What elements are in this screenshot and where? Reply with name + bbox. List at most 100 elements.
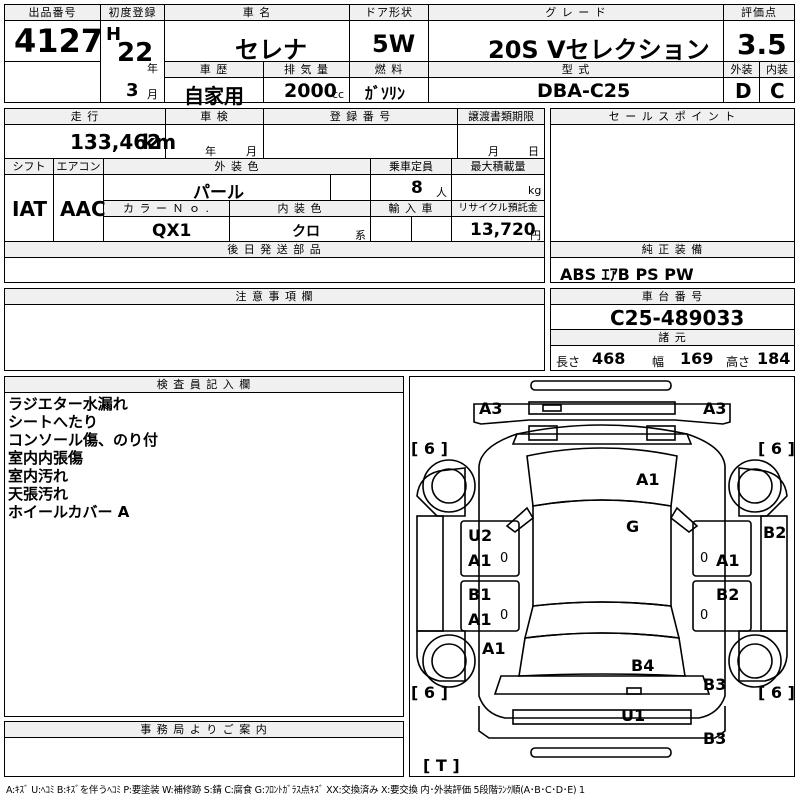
mileage-label: 走 行 — [5, 109, 165, 125]
damage-mark-b2-fender: B2 — [763, 523, 787, 542]
width-value: 169 — [680, 349, 714, 368]
month-unit: 月 — [147, 88, 158, 101]
office-notice-box — [4, 721, 404, 777]
door-label: ドア形状 — [350, 5, 428, 21]
import-label: 輸 入 車 — [371, 201, 451, 217]
transfer-deadline-label: 譲渡書類期限 — [458, 109, 544, 125]
interior-color-unit: 系 — [355, 229, 366, 242]
inspection-label: 車 検 — [166, 109, 263, 125]
mileage-unit: km — [142, 130, 177, 154]
length-label: 長さ — [556, 355, 581, 369]
year-unit: 年 — [147, 62, 158, 75]
specs-label: 諸 元 — [551, 330, 794, 346]
fuel-type: ｶﾞｿﾘﾝ — [365, 84, 406, 103]
damage-mark-u2: U2 — [468, 526, 493, 545]
door-type: 5W — [372, 30, 416, 58]
model-label: 型 式 — [429, 62, 723, 78]
later-parts-label: 後 日 発 送 部 品 — [5, 242, 544, 258]
capacity: 8 — [411, 178, 423, 198]
first-registration-year: 22 — [117, 38, 154, 68]
color-number-label: カ ラ ー Ｎ ｏ . — [104, 201, 229, 217]
model-code: DBA-C25 — [537, 80, 631, 102]
damage-mark-hood: A1 — [636, 470, 660, 489]
tire-tread-rear-right: [ 6 ] — [758, 683, 795, 702]
exterior-color-label: 外 装 色 — [104, 159, 370, 175]
first-registration-label: 初度登録 — [101, 5, 164, 21]
shift-label: シフト — [5, 159, 53, 175]
car-history: 自家用 — [184, 84, 244, 108]
displacement-unit: cc — [332, 88, 345, 101]
inspection-year-unit: 年 — [205, 145, 216, 158]
notes-box — [4, 288, 545, 371]
displacement: 2000 — [284, 80, 337, 102]
capacity-unit: 人 — [436, 186, 447, 199]
inspector-remarks-box — [4, 376, 404, 717]
shift-type: IAT — [12, 197, 48, 221]
damage-mark-zero: 0 — [500, 608, 509, 623]
grade: 20S Vセレクション — [488, 36, 710, 64]
damage-mark-a3-left: A3 — [479, 399, 503, 418]
office-notice-label: 事 務 局 よ り ご 案 内 — [5, 722, 403, 738]
displacement-label: 排 気 量 — [264, 62, 349, 78]
spare-tire-tread: [ T ] — [423, 756, 460, 775]
genuine-equipment-label: 純 正 装 備 — [551, 242, 794, 258]
interior-score: C — [770, 79, 785, 103]
exterior-score: D — [735, 79, 752, 103]
damage-mark-zero: 0 — [500, 551, 509, 566]
damage-mark-b1: B1 — [468, 585, 492, 604]
damage-legend: A:ｷｽﾞ U:ﾍｺﾐ B:ｷｽﾞを伴うﾍｺﾐ P:要塗装 W:補修跡 S:錆 … — [6, 785, 585, 796]
remark-item: ラジエター水漏れ — [8, 395, 128, 413]
damage-mark-front-door-right: A1 — [716, 551, 740, 570]
score-label: 評価点 — [724, 5, 794, 21]
mileage: 133,462 — [70, 130, 162, 154]
lot-number: 4127 — [14, 22, 104, 60]
remark-item: 天張汚れ — [8, 485, 69, 503]
interior-color-label: 内 装 色 — [230, 201, 370, 217]
remark-item: 室内内張傷 — [8, 449, 84, 467]
chassis-label: 車 台 番 号 — [551, 289, 794, 305]
damage-diagram-box — [409, 376, 795, 777]
car-name-label: 車 名 — [165, 5, 349, 21]
remark-item: ホイールカバー A — [8, 503, 130, 521]
exterior-color: パール — [193, 183, 244, 203]
remark-item: シートへたり — [8, 413, 99, 431]
lot-label: 出品番号 — [5, 5, 100, 21]
genuine-equipment: ABS ｴｱB PS PW — [560, 265, 694, 284]
color-number: QX1 — [152, 221, 192, 241]
interior-score-label: 内装 — [760, 62, 794, 78]
ac-type: AAC — [60, 197, 106, 221]
inspector-label: 検 査 員 記 入 欄 — [5, 377, 403, 393]
ac-label: エアコン — [54, 159, 103, 175]
vehicle-info-box — [4, 108, 545, 283]
capacity-label: 乗車定員 — [371, 159, 451, 175]
car-diagram — [416, 380, 788, 758]
height-value: 184 — [757, 349, 791, 368]
era-letter: H — [106, 24, 122, 45]
fuel-label: 燃 料 — [350, 62, 428, 78]
damage-mark-zero: 0 — [700, 608, 709, 623]
overall-score: 3.5 — [737, 28, 787, 61]
recycle-deposit: 13,720 — [470, 220, 536, 240]
damage-mark-windshield: G — [626, 517, 640, 536]
notes-label: 注 意 事 項 欄 — [5, 289, 544, 305]
grade-label: グ レ ー ド — [429, 5, 723, 21]
max-load-unit: kg — [528, 184, 542, 197]
tire-tread-front-left: [ 6 ] — [411, 439, 448, 458]
damage-mark-b2-rear-door: B2 — [716, 585, 740, 604]
max-load-label: 最大積載量 — [452, 159, 544, 175]
sales-point-box — [550, 108, 795, 283]
height-label: 高さ — [726, 355, 751, 369]
history-label: 車 歴 — [165, 62, 263, 78]
damage-mark-b3-quarter: B3 — [703, 675, 727, 694]
tire-tread-front-right: [ 6 ] — [758, 439, 795, 458]
sales-point-label: セ ー ル ス ポ イ ン ト — [551, 109, 794, 125]
recycle-deposit-label: リサイクル預託金 — [452, 201, 544, 217]
exterior-score-label: 外装 — [724, 62, 759, 78]
remark-item: コンソール傷、のり付 — [8, 431, 159, 449]
damage-mark-quarter-left: A1 — [482, 639, 506, 658]
damage-mark-b4: B4 — [631, 656, 655, 675]
damage-mark-a3-right: A3 — [703, 399, 727, 418]
tire-tread-rear-left: [ 6 ] — [411, 683, 448, 702]
interior-color: クロ — [292, 224, 320, 240]
length-value: 468 — [592, 349, 626, 368]
